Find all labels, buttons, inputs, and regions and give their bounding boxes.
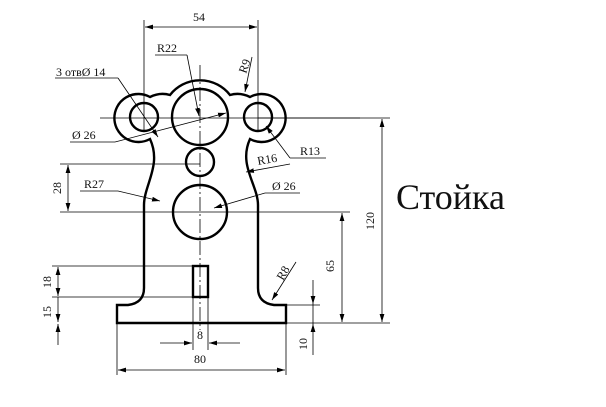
label-r13: R13 (300, 144, 320, 158)
dim-8: 8 (197, 328, 203, 342)
dim-15: 15 (40, 306, 54, 318)
label-dia26-top: Ø 26 (72, 128, 96, 142)
dimension-lines (52, 20, 390, 375)
drawing-title: Стойка (396, 177, 505, 217)
label-dia26-low: Ø 26 (272, 179, 296, 193)
dim-10: 10 (296, 338, 310, 350)
dim-80: 80 (194, 352, 206, 366)
slot (191, 264, 210, 299)
dim-18: 18 (40, 276, 54, 288)
label-holes: 3 отвØ 14 (56, 65, 105, 79)
dim-54: 54 (193, 10, 205, 24)
label-r16: R16 (256, 151, 278, 168)
part-outline (113, 79, 288, 325)
dim-65: 65 (323, 260, 337, 272)
label-r8: R8 (273, 263, 292, 282)
dim-120: 120 (363, 212, 377, 230)
dim-28: 28 (50, 182, 64, 194)
label-r27: R27 (84, 177, 104, 191)
label-r9: R9 (236, 57, 254, 75)
label-r22: R22 (157, 41, 177, 55)
